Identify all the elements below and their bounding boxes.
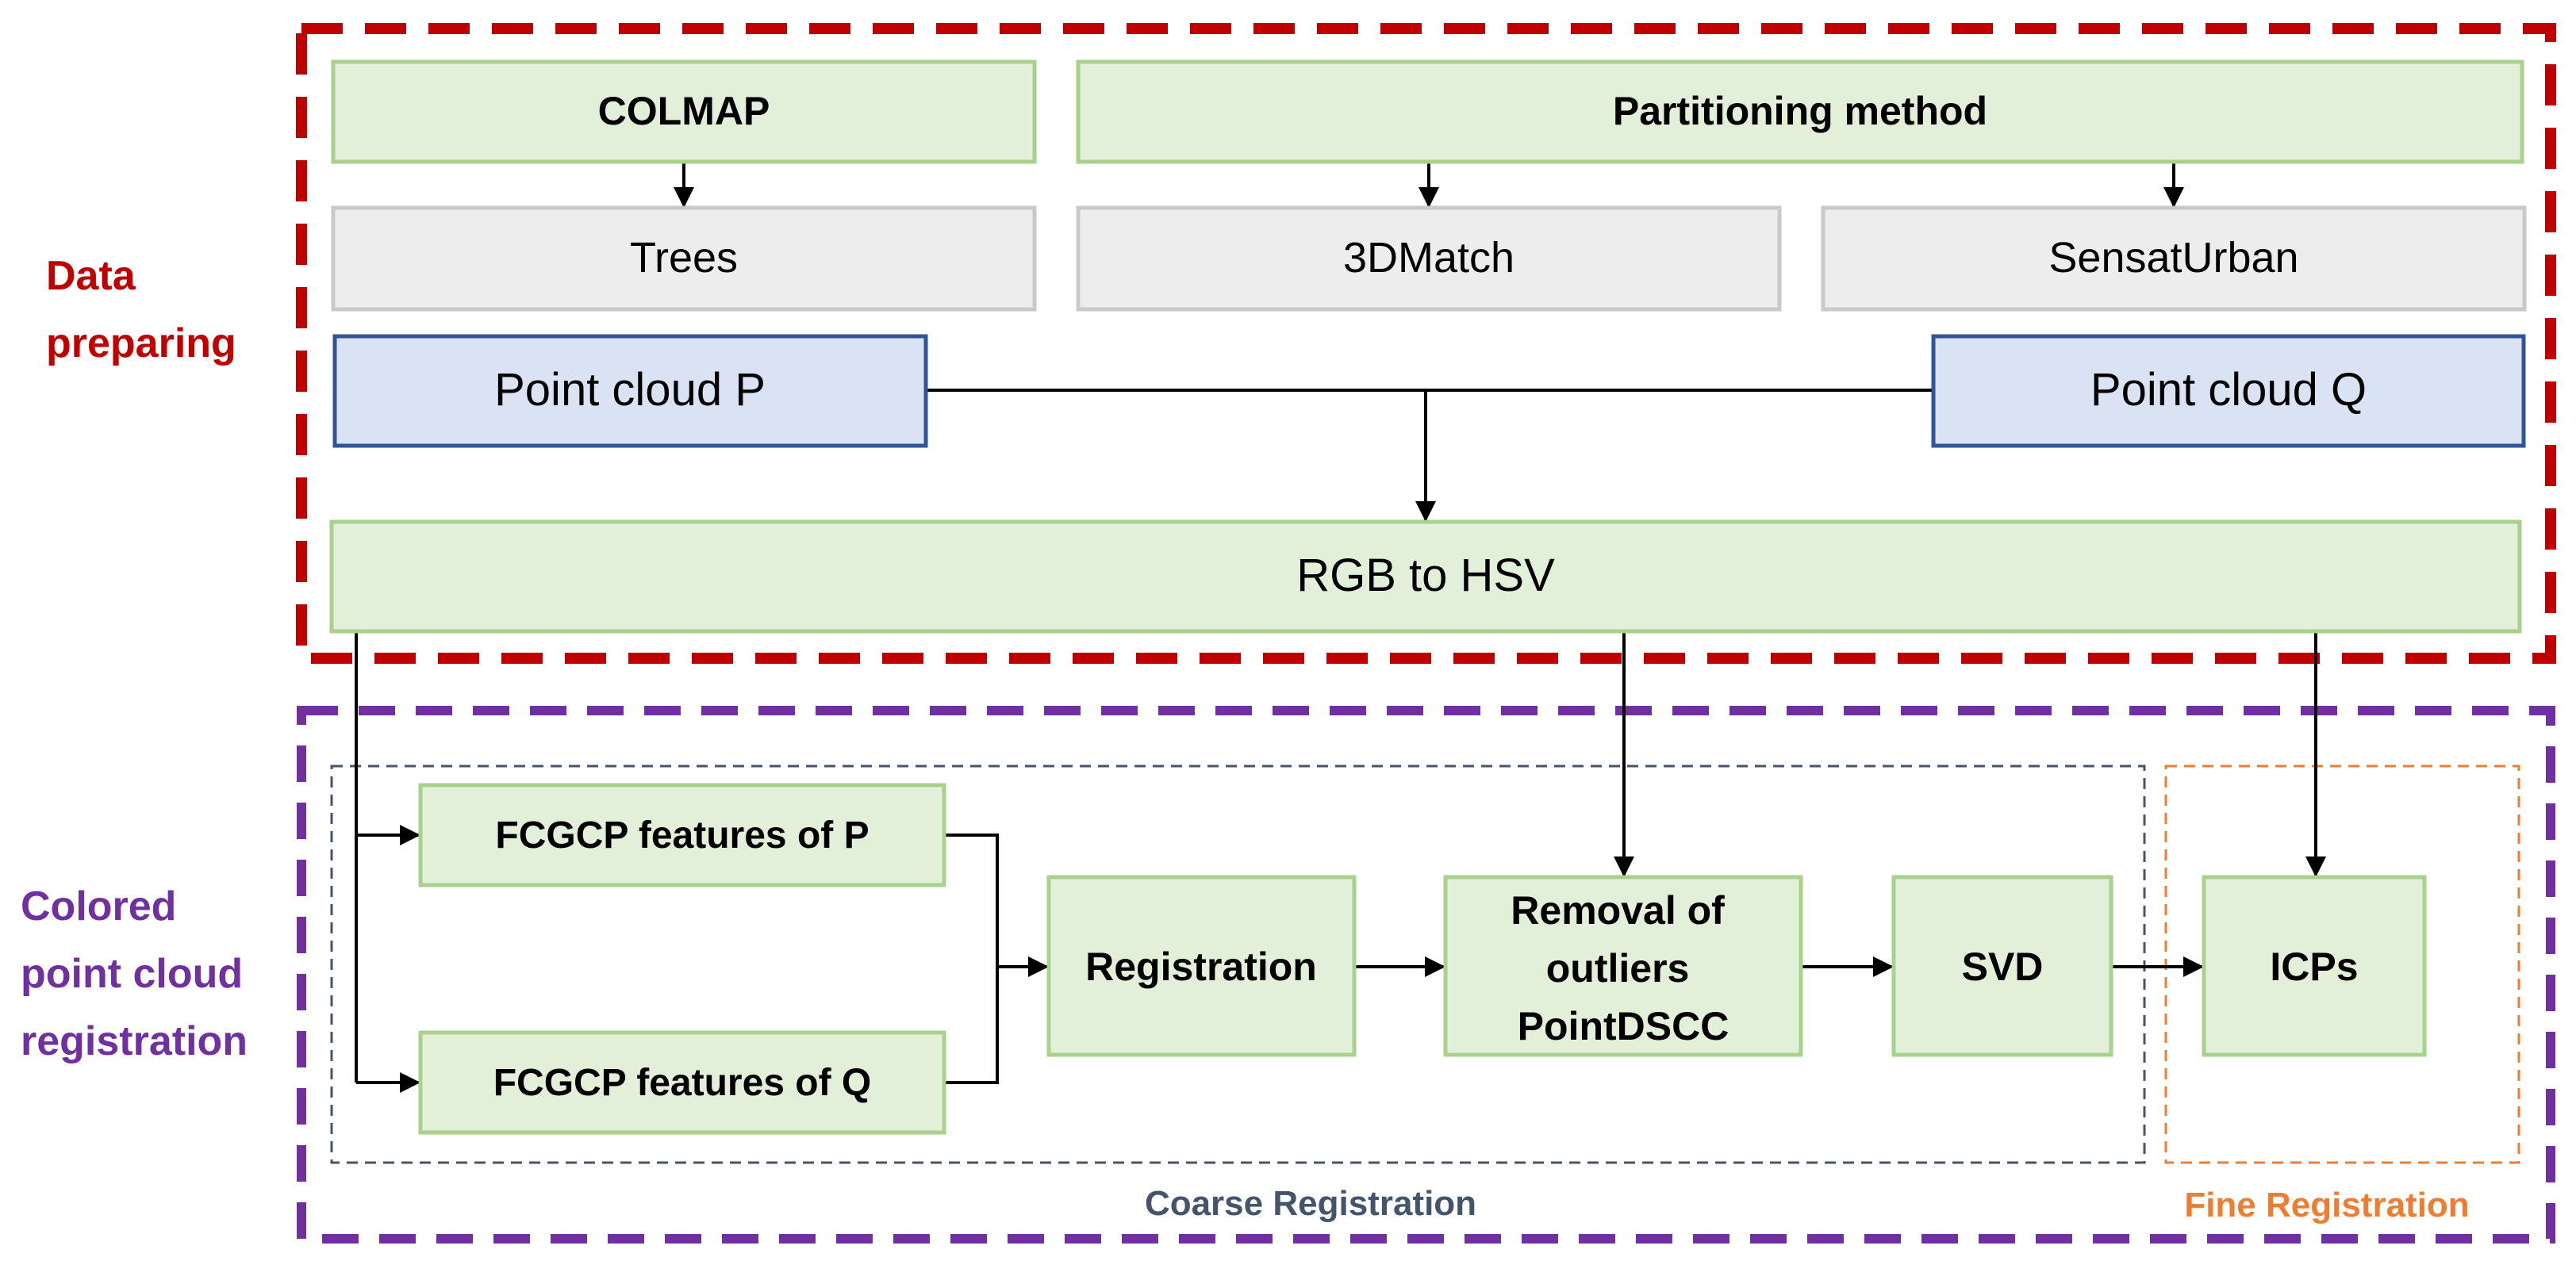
3dmatch-label: 3DMatch [1343,234,1515,282]
colmap-label: COLMAP [598,89,770,133]
icps-label: ICPs [2270,945,2358,989]
point-cloud-p-label: Point cloud P [494,364,766,416]
registration-frame [297,706,2555,1244]
registration-node [1046,875,1357,1057]
trees-label: Trees [630,234,738,282]
data-preparing-frame [296,23,2556,664]
registration-label: Colored point cloud registration [21,883,255,1064]
registration-node-label: Registration [1085,945,1317,989]
removal-node [1443,875,1803,1057]
connectors [355,162,2326,1093]
fine-registration-frame [2164,765,2520,1164]
rgb-to-hsv-node [329,519,2522,634]
3dmatch-node [1076,205,1782,312]
fcgcp-p-label: FCGCP features of P [495,814,869,857]
fcgcp-q-node [418,1030,946,1135]
fcgcp-p-node [418,783,946,887]
icps-node [2202,875,2427,1057]
coarse-registration-frame [330,765,2146,1164]
svd-node [1891,875,2113,1057]
svd-label: SVD [1962,945,2044,989]
fine-registration-label: Fine Registration [2184,1186,2469,1224]
partitioning-label: Partitioning method [1613,89,1987,133]
data-preparing-label: Data preparing [46,253,236,366]
coarse-registration-label: Coarse Registration [1145,1184,1476,1223]
colmap-node [331,59,1037,164]
point-cloud-q-node [1931,334,2526,448]
trees-node [331,205,1037,312]
sensaturban-node [1821,205,2527,312]
point-cloud-p-node [332,334,928,448]
sensaturban-label: SensatUrban [2048,234,2298,282]
fcgcp-q-label: FCGCP features of Q [493,1062,872,1104]
rgb-to-hsv-label: RGB to HSV [1296,550,1555,601]
feat-p-out [944,834,999,1084]
point-cloud-q-label: Point cloud Q [2090,364,2367,416]
partitioning-node [1076,59,2524,164]
removal-label: Removal of outliers PointDSCC [1511,888,1735,1048]
